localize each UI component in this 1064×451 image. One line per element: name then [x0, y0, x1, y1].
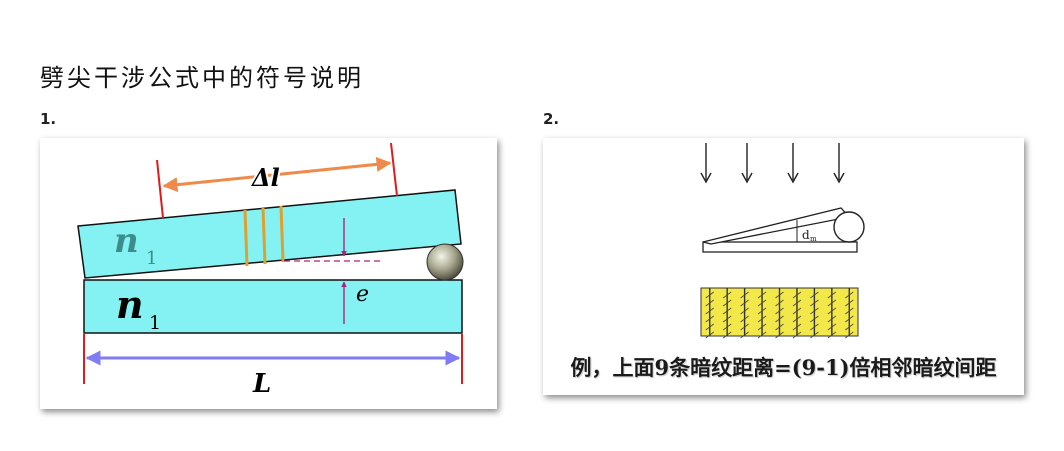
- fringe-hatch: [827, 315, 837, 323]
- fringe-hatch: [705, 323, 714, 331]
- fringe-hatch: [705, 331, 714, 339]
- spacer-ball: [833, 211, 865, 243]
- figure-1-number: 1.: [40, 110, 57, 128]
- fringe-hatch: [810, 331, 819, 339]
- fringe-hatch: [810, 291, 819, 299]
- fringe-hatch: [775, 323, 784, 331]
- fringe-hatch: [775, 315, 784, 323]
- fringe-hatch: [705, 307, 714, 315]
- wedge-schematic: [702, 207, 858, 253]
- figure-2-number: 2.: [543, 110, 560, 128]
- fringe-hatch: [757, 291, 767, 299]
- fringe-line: [243, 209, 249, 267]
- fringe-hatch: [792, 331, 802, 339]
- fringe-hatch: [757, 323, 767, 331]
- fringe-hatch: [740, 331, 749, 339]
- d-subscript: m: [810, 235, 817, 243]
- fringe-hatch: [845, 291, 854, 299]
- fringe-hatch: [827, 307, 837, 315]
- fringe-hatch: [705, 315, 714, 323]
- fringe-hatch: [722, 291, 732, 299]
- fringe-hatch: [845, 299, 854, 307]
- fringe-hatch: [845, 315, 854, 323]
- fringe-hatch: [827, 331, 837, 339]
- fringe-hatch: [722, 331, 732, 339]
- fringe-hatch: [827, 323, 837, 331]
- fringe-schematic: d m: [700, 143, 865, 339]
- fringe-hatch: [740, 299, 749, 307]
- length-l-label: L: [252, 369, 271, 399]
- fringe-hatch: [740, 323, 749, 331]
- page-title: 劈尖干涉公式中的符号说明: [40, 64, 364, 92]
- fringe-hatch: [757, 307, 767, 315]
- fringe-hatch: [792, 299, 802, 307]
- fringe-line: [261, 207, 267, 265]
- fringe-hatch: [792, 291, 802, 299]
- delta-l-marker-left: [156, 159, 164, 219]
- fringe-hatch: [722, 315, 732, 323]
- fringe-hatch: [810, 323, 819, 331]
- wedge-diagram: n 1 n 1 Δl e L: [77, 142, 464, 401]
- fringe-hatch: [775, 307, 784, 315]
- spacer-ball: [426, 243, 464, 281]
- fringe-hatch: [740, 307, 749, 315]
- lower-glass-plate: [83, 279, 463, 334]
- incident-light-arrows: [700, 143, 845, 184]
- fringe-hatch: [740, 291, 749, 299]
- fringe-hatch: [810, 307, 819, 315]
- fringe-hatch: [775, 299, 784, 307]
- fringe-line: [279, 205, 285, 263]
- fringe-hatch: [845, 307, 854, 315]
- fringe-hatch: [792, 323, 802, 331]
- fringe-hatch: [792, 315, 802, 323]
- upper-n-subscript: 1: [146, 248, 157, 269]
- fringe-example-panel: d m 例，上面9条暗纹距离=(9-1)倍相邻暗纹间距: [543, 138, 1024, 395]
- fringe-hatch: [827, 291, 837, 299]
- fringe-hatch: [757, 315, 767, 323]
- fringe-hatch: [845, 323, 854, 331]
- fringe-hatch: [775, 291, 784, 299]
- fringe-hatch: [705, 291, 714, 299]
- lower-n-subscript: 1: [149, 312, 161, 334]
- delta-l-marker-right: [390, 142, 398, 197]
- delta-l-arrow: [162, 156, 392, 193]
- fringe-hatch: [775, 331, 784, 339]
- fringe-hatch: [722, 307, 732, 315]
- fringe-hatch: [722, 323, 732, 331]
- wedge-diagram-panel: n 1 n 1 Δl e L: [40, 138, 497, 409]
- upper-n-label: n: [114, 221, 139, 261]
- fringe-pattern: [700, 287, 859, 339]
- fringe-hatch: [757, 299, 767, 307]
- fringe-hatch: [740, 315, 749, 323]
- d-label: d: [802, 228, 810, 242]
- fringe-hatch: [792, 307, 802, 315]
- fringe-caption: 例，上面9条暗纹距离=(9-1)倍相邻暗纹间距: [570, 355, 997, 380]
- upper-glass-plate: [77, 189, 462, 279]
- fringe-hatch: [722, 299, 732, 307]
- fringe-hatch: [705, 299, 714, 307]
- fringe-hatch: [810, 299, 819, 307]
- fringe-hatch: [757, 331, 767, 339]
- fringe-hatch: [827, 299, 837, 307]
- fringe-hatch: [810, 315, 819, 323]
- thickness-e-label: e: [356, 282, 369, 307]
- fringe-hatch: [845, 331, 854, 339]
- lower-n-label: n: [116, 282, 144, 327]
- delta-l-label: Δl: [251, 163, 280, 192]
